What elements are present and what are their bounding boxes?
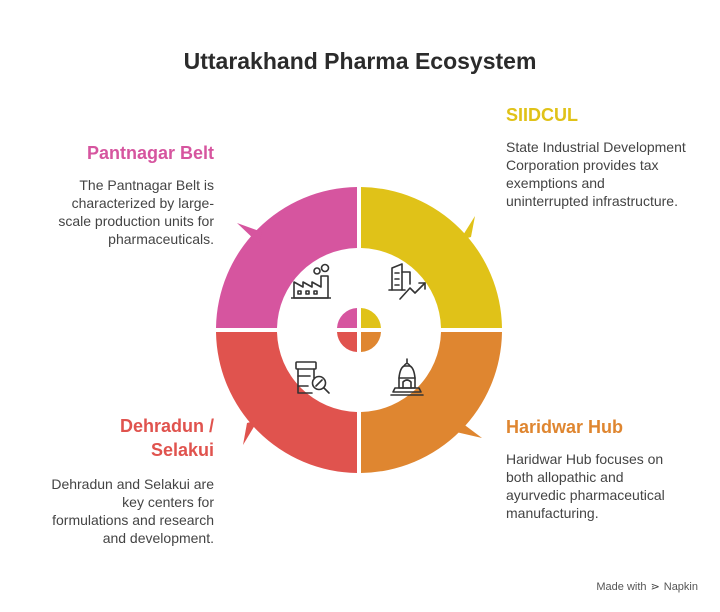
haridwar-heading: Haridwar Hub <box>506 417 624 437</box>
ring-segment-siidcul <box>361 187 502 328</box>
ring-segment-dehradun <box>216 332 357 473</box>
arrow-notch-dehradun <box>243 420 258 445</box>
center-quad-haridwar <box>361 332 381 352</box>
credit-prefix: Made with <box>596 580 647 593</box>
center-quad-dehradun <box>337 332 357 352</box>
temple-icon <box>390 358 424 396</box>
credit-brand: Napkin <box>663 580 698 593</box>
ring-segment-haridwar <box>361 332 502 473</box>
arrow-notch-pantnagar <box>237 223 262 244</box>
arrow-notch-siidcul <box>460 216 475 240</box>
ring-segment-pantnagar <box>216 187 357 328</box>
haridwar-description: Haridwar Hub focuses on both allopathic … <box>506 451 665 521</box>
factory-icon <box>291 263 331 299</box>
dehradun-heading: Dehradun / Selakui <box>119 416 214 460</box>
napkin-logo-icon: ⋗ <box>650 581 660 593</box>
made-with-napkin-credit: Made with ⋗ Napkin <box>596 580 698 594</box>
pantnagar-heading: Pantnagar Belt <box>86 143 214 163</box>
page-title: Uttarakhand Pharma Ecosystem <box>183 48 537 74</box>
center-quad-pantnagar <box>337 308 357 328</box>
medicine-search-icon <box>295 361 330 394</box>
siidcul-description: State Industrial Development Corporation… <box>506 139 686 209</box>
siidcul-heading: SIIDCUL <box>506 105 578 125</box>
center-quad-siidcul <box>361 308 381 328</box>
dehradun-description: Dehradun and Selakui are key centers for… <box>51 476 214 546</box>
building-growth-icon <box>388 263 426 300</box>
arrow-notch-haridwar <box>456 420 482 438</box>
pantnagar-description: The Pantnagar Belt is characterized by l… <box>58 177 214 247</box>
